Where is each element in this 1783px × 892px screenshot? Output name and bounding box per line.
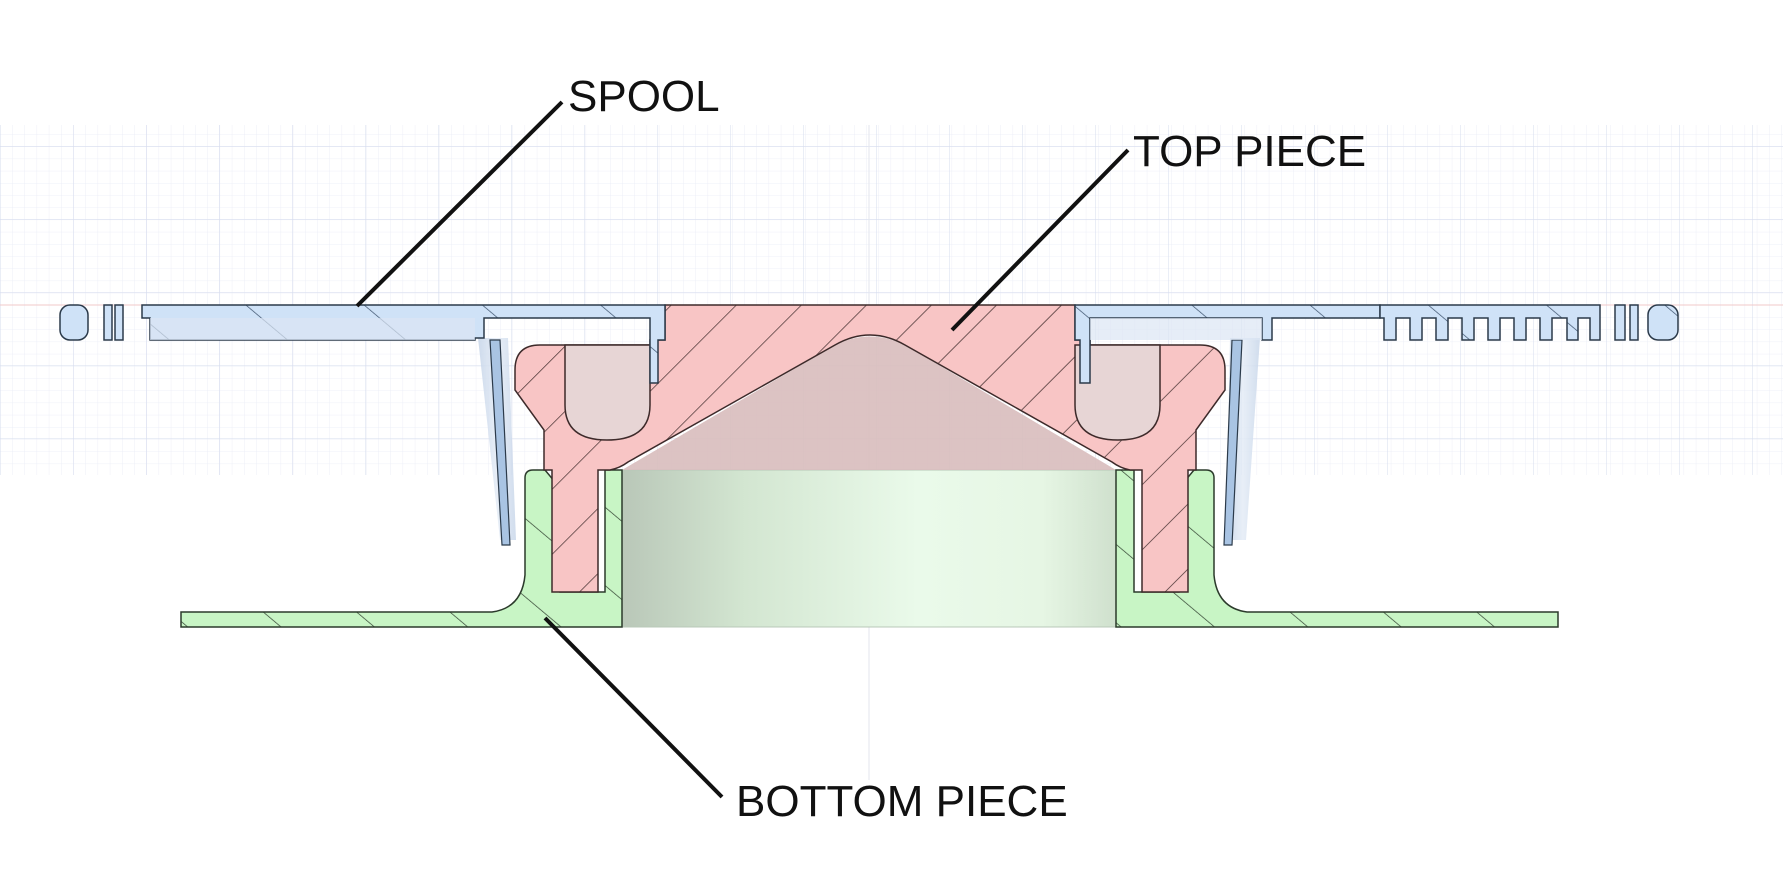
leader-spool [355,100,564,308]
spool-label: SPOOL [568,72,720,121]
bottom-piece-inner-surface [621,469,1117,628]
bottom-piece-label: BOTTOM PIECE [736,777,1068,826]
top-piece-label: TOP PIECE [1133,127,1367,176]
spool [59,304,1679,384]
leader-lines [355,100,1130,799]
leader-bottom-piece [543,616,724,799]
top-piece [514,304,1226,593]
grid-plane [0,125,1783,780]
leader-top-piece [950,148,1130,332]
